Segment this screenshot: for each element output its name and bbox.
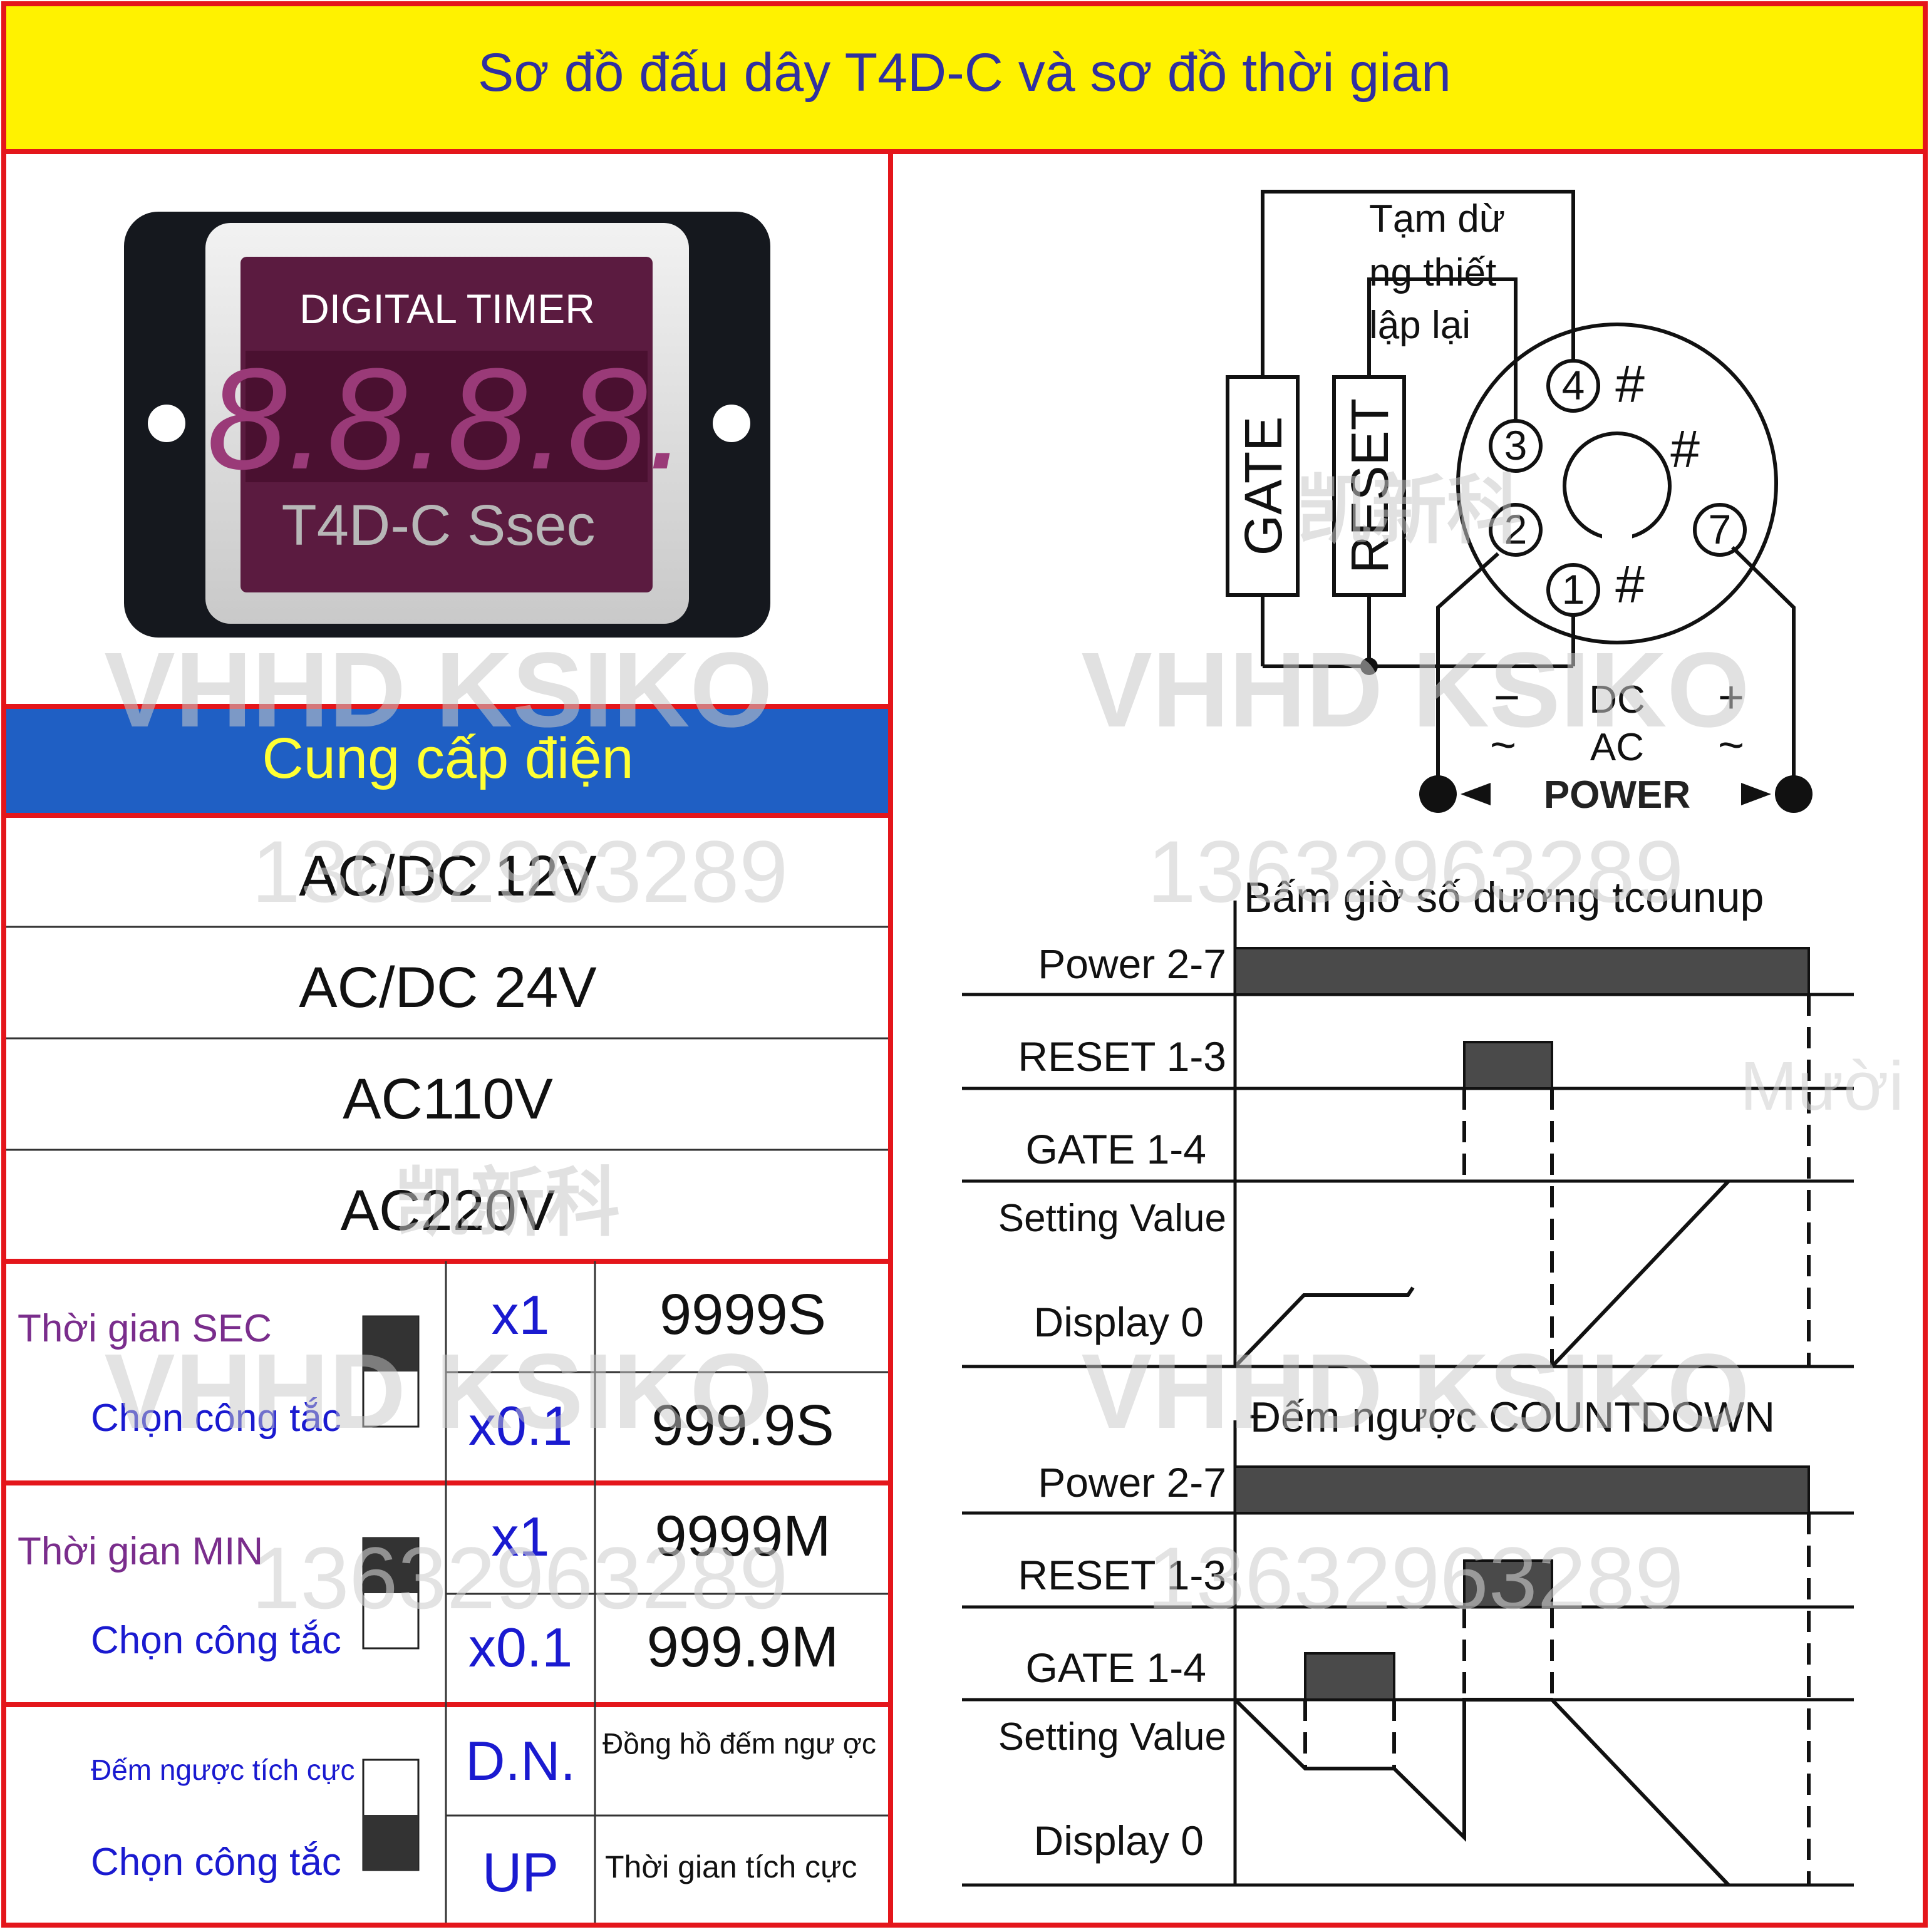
watermark-phone-4: 13632963289 <box>1147 1529 1683 1627</box>
timing-chart-countdown: Đếm ngược COUNTDOWN Power 2-7 RESET 1-3 … <box>962 1393 1854 1887</box>
gate-box-label: GATE <box>1234 416 1293 555</box>
wiring-note-1: Tạm dừ <box>1369 197 1505 240</box>
watermark-brand-2: VHHD KSIKO <box>1081 631 1749 750</box>
mode-countdown: D.N. <box>465 1730 576 1792</box>
countup-row-gate: GATE 1-4 <box>1025 1126 1206 1172</box>
sec-value-1: 9999S <box>659 1283 826 1346</box>
watermark-phone-3: 13632963289 <box>252 1529 788 1627</box>
countup-row-power: Power 2-7 <box>1038 941 1226 987</box>
supply-header <box>6 708 889 814</box>
watermarks-light: 13632963289 13632963289 13632963289 1363… <box>252 468 1904 1627</box>
min-mult-2: x0.1 <box>468 1616 572 1678</box>
wiring-diagram <box>1226 190 1796 794</box>
watermark-brand-3: VHHD KSIKO <box>104 1332 772 1451</box>
watermark-brand-4: VHHD KSIKO <box>1081 1332 1749 1451</box>
countup-row-reset: RESET 1-3 <box>1018 1033 1226 1080</box>
voltage-110v: AC110V <box>343 1067 553 1131</box>
sec-mult-1: x1 <box>492 1284 550 1346</box>
watermark-cn-2: 凯新科 <box>395 1161 620 1245</box>
mount-hole-left <box>148 405 185 442</box>
sec-switch-label: Chọn công tắc <box>91 1397 341 1440</box>
device-label: DIGITAL TIMER <box>299 286 595 332</box>
countdown-row-display: Display 0 <box>1034 1817 1204 1864</box>
pin-2: 2 <box>1504 506 1528 552</box>
timing-chart-countup: Bấm giờ số dương tcounup Power 2-7 RESET… <box>962 874 1854 1368</box>
pin-3: 3 <box>1504 422 1528 468</box>
dc-label: DC <box>1589 678 1645 721</box>
min-switch-label: Chọn công tắc <box>91 1619 341 1662</box>
watermark-cn-1: 凯新科 <box>1296 468 1522 552</box>
mode-countdown-desc: Đồng hồ đếm ngư ợc <box>602 1727 876 1760</box>
min-dip-switch <box>362 1537 420 1650</box>
min-value-1: 9999M <box>654 1504 830 1568</box>
minus-sign: − <box>1494 673 1520 723</box>
voltage-12v: AC/DC 12V <box>299 844 597 908</box>
mode-dip-switch <box>362 1759 420 1871</box>
countdown-row-setting: Setting Value <box>998 1715 1226 1759</box>
ac-label: AC <box>1590 726 1644 769</box>
countdown-title: Đếm ngược COUNTDOWN <box>1250 1393 1775 1441</box>
countdown-row-gate: GATE 1-4 <box>1025 1645 1206 1691</box>
arrow-left-icon <box>1461 783 1491 805</box>
pin-7: 7 <box>1709 506 1732 552</box>
tilde-right: ~ <box>1718 720 1744 770</box>
voltage-24v: AC/DC 24V <box>299 956 597 1020</box>
mode-label: Đếm ngược tích cực <box>91 1754 355 1786</box>
tilde-left: ~ <box>1490 720 1516 770</box>
device-model: T4D-C Ssec <box>282 493 596 557</box>
sec-label: Thời gian SEC <box>18 1307 272 1350</box>
min-mult-1: x1 <box>492 1506 550 1568</box>
device-digits: 8.8.8.8. <box>207 338 687 499</box>
page-title: Sơ đồ đấu dây T4D-C và sơ đồ thời gian <box>478 43 1451 103</box>
bus-junction <box>1360 658 1378 675</box>
sec-mult-2: x0.1 <box>468 1395 572 1457</box>
plus-sign: + <box>1718 673 1744 723</box>
watermark-brand-1: VHHD KSIKO <box>104 631 772 750</box>
mode-up: UP <box>482 1841 559 1903</box>
countup-title: Bấm giờ số dương tcounup <box>1244 874 1764 921</box>
wiring-note-2: ng thiết <box>1369 251 1496 294</box>
header-bar <box>4 4 1925 152</box>
sec-dip-switch <box>362 1315 420 1428</box>
countdown-row-reset: RESET 1-3 <box>1018 1552 1226 1598</box>
watermarks: VHHD KSIKO VHHD KSIKO VHHD KSIKO VHHD KS… <box>104 631 1749 1451</box>
hash-mark-3: # <box>1670 420 1700 478</box>
voltage-220v: AC220V <box>341 1179 556 1242</box>
mode-up-desc: Thời gian tích cực <box>605 1849 857 1884</box>
supply-title: Cung cấp điện <box>262 726 633 790</box>
sec-value-2: 999.9S <box>651 1393 834 1457</box>
power-label: POWER <box>1544 773 1690 817</box>
countup-row-setting: Setting Value <box>998 1197 1226 1240</box>
hash-mark-1: # <box>1615 555 1645 614</box>
mode-switch-label: Chọn công tắc <box>91 1841 341 1884</box>
power-terminal-left <box>1419 775 1457 813</box>
min-value-2: 999.9M <box>647 1615 839 1679</box>
device-photo: DIGITAL TIMER 8.8.8.8. T4D-C Ssec <box>124 212 770 638</box>
pin-1: 1 <box>1562 566 1585 612</box>
watermark-side: Mười <box>1740 1048 1904 1125</box>
pin-4: 4 <box>1562 362 1585 408</box>
wiring-note-3: lập lại <box>1369 304 1471 347</box>
arrow-right-icon <box>1741 783 1771 805</box>
watermark-phone-1: 13632963289 <box>252 822 788 921</box>
countdown-row-power: Power 2-7 <box>1038 1459 1226 1506</box>
watermark-phone-2: 13632963289 <box>1147 822 1683 921</box>
power-terminal-right <box>1775 775 1813 813</box>
min-label: Thời gian MIN <box>18 1530 263 1573</box>
countup-row-display: Display 0 <box>1034 1299 1204 1345</box>
reset-box-label: RESET <box>1340 398 1399 574</box>
mount-hole-right <box>713 405 750 442</box>
hash-mark-4: # <box>1615 354 1645 413</box>
